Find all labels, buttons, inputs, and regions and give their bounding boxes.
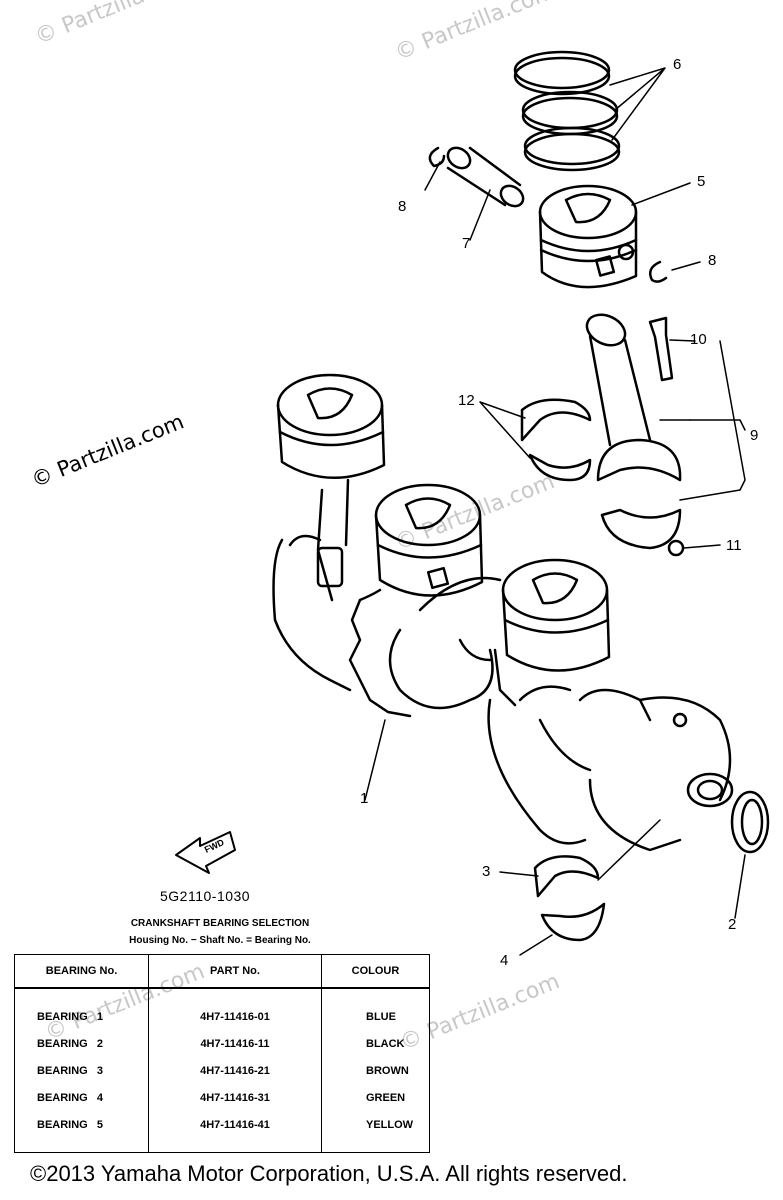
- callout-9: 9: [750, 427, 759, 444]
- callout-2: 2: [728, 916, 737, 933]
- callout-11: 11: [726, 537, 742, 554]
- circlip-left: [428, 146, 446, 168]
- callout-6: 6: [673, 56, 682, 73]
- colour: GREEN: [366, 1091, 406, 1104]
- table-subtitle: Housing No. − Shaft No. = Bearing No.: [129, 935, 311, 946]
- callout-7: 7: [462, 235, 471, 252]
- bearing-number: BEARING 3: [14, 1057, 149, 1084]
- column-header: BEARING No.: [14, 954, 149, 989]
- oil-seal: [730, 790, 770, 854]
- part-number: 4H7-11416-31: [148, 1084, 322, 1111]
- part-number: 4H7-11416-21: [148, 1057, 322, 1084]
- rod-bolt: [648, 316, 674, 382]
- bearing-number: BEARING 5: [14, 1111, 149, 1138]
- bearing-number: BEARING 1: [14, 1003, 149, 1030]
- callout-8: 8: [708, 252, 717, 269]
- column-header: COLOUR: [321, 954, 430, 989]
- colour: BLUE: [366, 1010, 396, 1023]
- table-header-row: BEARING No. PART No. COLOUR: [14, 954, 430, 989]
- leader-lines: [364, 67, 746, 956]
- callout-12: 12: [458, 392, 475, 409]
- table-spacer: [14, 1138, 430, 1153]
- column-header: PART No.: [148, 954, 322, 989]
- bearing-selection-table: BEARING No. PART No. COLOUR BEARING 1 4H…: [14, 954, 430, 1153]
- piston-top: [538, 184, 638, 289]
- rod-bearings: [520, 398, 592, 482]
- connecting-rod: [585, 313, 682, 550]
- table-row: BEARING 1 4H7-11416-01 BLUE: [14, 1003, 430, 1030]
- bearing-number: BEARING 2: [14, 1030, 149, 1057]
- fwd-arrow: [175, 831, 236, 874]
- callout-5: 5: [697, 173, 706, 190]
- part-number: 4H7-11416-11: [148, 1030, 322, 1057]
- callout-10: 10: [690, 331, 707, 348]
- colour: YELLOW: [366, 1118, 414, 1131]
- table-spacer: [14, 988, 430, 1003]
- piston-middle: [374, 483, 484, 597]
- piston-left: [276, 373, 386, 602]
- piston-right: [501, 558, 611, 672]
- colour: BLACK: [366, 1037, 405, 1050]
- table-row: BEARING 4 4H7-11416-31 GREEN: [14, 1084, 430, 1111]
- diagram-code: 5G2110-1030: [160, 888, 251, 904]
- piston-pin: [446, 146, 525, 208]
- callout-8: 8: [398, 198, 407, 215]
- table-row: BEARING 2 4H7-11416-11 BLACK: [14, 1030, 430, 1057]
- callout-3: 3: [482, 863, 491, 880]
- rod-nut: [667, 539, 685, 557]
- callout-1: 1: [360, 790, 369, 807]
- main-bearings: [533, 855, 606, 942]
- part-number: 4H7-11416-01: [148, 1003, 322, 1030]
- colour: BROWN: [366, 1064, 409, 1077]
- table-row: BEARING 5 4H7-11416-41 YELLOW: [14, 1111, 430, 1138]
- crankshaft: [272, 534, 734, 852]
- circlip-right: [649, 260, 668, 283]
- piston-rings: [513, 50, 621, 172]
- callout-4: 4: [500, 952, 509, 969]
- table-row: BEARING 3 4H7-11416-21 BROWN: [14, 1057, 430, 1084]
- table-title: CRANKSHAFT BEARING SELECTION: [130, 918, 310, 929]
- copyright-footer: ©2013 Yamaha Motor Corporation, U.S.A. A…: [30, 1161, 628, 1186]
- part-number: 4H7-11416-41: [148, 1111, 322, 1138]
- bearing-number: BEARING 4: [14, 1084, 149, 1111]
